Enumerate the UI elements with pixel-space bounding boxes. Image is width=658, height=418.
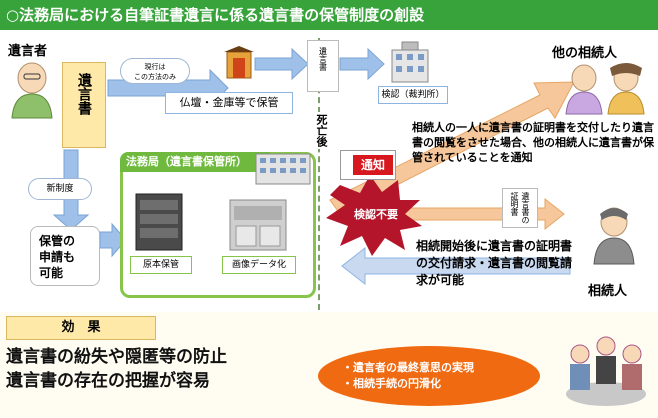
- top-will-document: 遺言書: [307, 40, 339, 92]
- heir-label: 相続人: [588, 284, 628, 299]
- other-heirs-figure: [560, 62, 656, 115]
- courthouse-figure: [388, 40, 432, 83]
- legal-bureau-title: 法務局（遺言書保管所）: [120, 152, 270, 172]
- certificate-label: 遺言書の証明書: [510, 192, 530, 224]
- effect-line-2: 遺言書の存在の把握が容易: [6, 371, 210, 391]
- scanner-icon: [229, 199, 287, 251]
- testator-label: 遺言者: [8, 44, 48, 59]
- shrine-figure: [224, 46, 254, 80]
- meeting-people-icon: [566, 336, 646, 406]
- new-system-badge: 新制度: [28, 178, 92, 200]
- storage-cabinet-icon: [135, 193, 183, 251]
- will-label: 遺言書: [76, 73, 92, 115]
- certificate-document: 遺言書の証明書: [502, 188, 538, 228]
- starburst-shape: [326, 175, 422, 256]
- bureau-building-figure: [254, 150, 312, 185]
- original-storage-label: 原本保管: [130, 256, 192, 274]
- effect-title: 効 果: [6, 316, 156, 340]
- courthouse-icon: [391, 41, 429, 83]
- home-storage-label: 仏壇・金庫等で保管: [165, 92, 293, 114]
- no-probate-label: 検認不要: [354, 208, 398, 221]
- arrow-to-probate: [339, 47, 385, 81]
- other-heirs-icon: [565, 63, 645, 115]
- top-will-label: 遺言書: [318, 47, 328, 71]
- effect-line-1: 遺言書の紛失や隠匿等の防止: [6, 347, 227, 367]
- shrine-icon: [224, 46, 254, 79]
- other-heirs-label: 他の相続人: [552, 46, 618, 61]
- effect-bullet-2: ・相続手続の円滑化: [342, 377, 441, 390]
- probate-label: 検認（裁判所）: [378, 86, 448, 104]
- application-label: 保管の 申請も 可能: [30, 226, 100, 286]
- effect-ellipse: [318, 346, 540, 406]
- notice-card: 通知: [340, 150, 396, 180]
- cabinet-figure: [134, 192, 184, 252]
- notice-text: 相続人の一人に遺言書の証明書を交付したり遺言書の閲覧をさせた場合、他の相続人に遺…: [412, 121, 654, 164]
- building-icon: [255, 153, 311, 185]
- notice-badge: 通知: [353, 155, 393, 175]
- scanner-figure: [228, 196, 288, 252]
- death-label: 死亡後: [313, 112, 329, 149]
- arrow-to-top-will: [254, 47, 309, 81]
- image-data-label: 画像データ化: [222, 256, 296, 274]
- page-title: ○法務局における自筆証書遺言に係る遺言書の保管制度の創設: [0, 0, 658, 30]
- heir-icon: [593, 207, 635, 265]
- current-method-badge: 現行は この方法のみ: [120, 58, 190, 84]
- testator-figure: [8, 58, 56, 119]
- arrow-to-legal-bureau: [99, 222, 127, 258]
- heir-figure: [586, 204, 642, 265]
- request-text: 相続開始後に遺言書の証明書の交付請求・遺言書の閲覧請求が可能: [416, 239, 573, 287]
- meeting-figure: [560, 324, 652, 410]
- timeline-divider: [318, 38, 320, 310]
- will-document: 遺言書: [62, 62, 106, 148]
- arrow-request-back: [341, 246, 571, 286]
- arrow-to-heir: [399, 197, 565, 231]
- testator-icon: [11, 62, 53, 119]
- effect-bullet-1: ・遺言者の最終意思の実現: [342, 361, 474, 374]
